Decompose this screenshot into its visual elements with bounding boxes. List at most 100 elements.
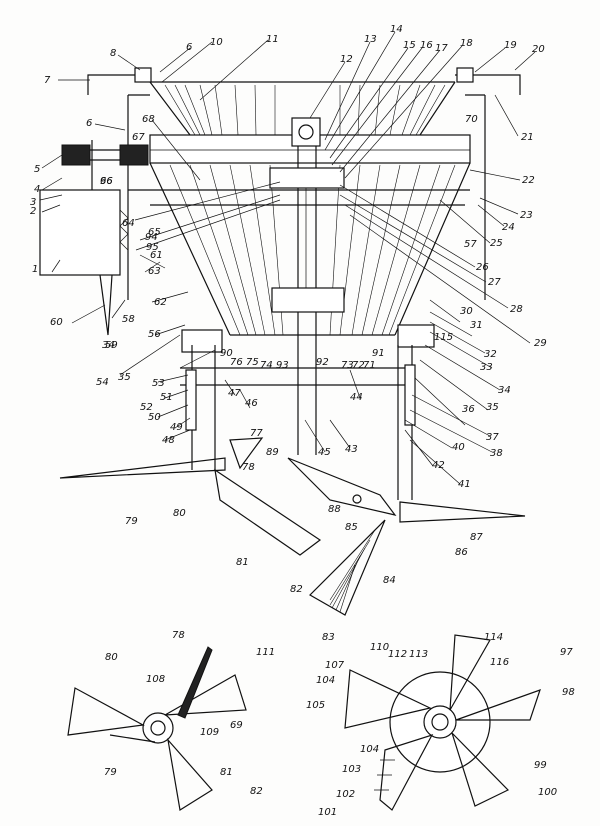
label: 41 [458, 479, 471, 490]
label: 52 [140, 402, 153, 413]
hopper [127, 81, 486, 336]
label: 86 [455, 547, 468, 558]
label: 15 [403, 40, 416, 51]
label: 53 [152, 378, 165, 389]
label: 22 [522, 175, 535, 186]
label: 38 [490, 448, 503, 459]
rotor-right [344, 634, 541, 811]
label: 105 [306, 700, 325, 711]
label: 32 [484, 349, 497, 360]
label: 89 [266, 447, 279, 458]
label: 4 [34, 184, 40, 195]
label: 29 [534, 338, 547, 349]
label: 26 [476, 262, 489, 273]
label: 69 [230, 720, 243, 731]
label: 94 [145, 232, 158, 243]
label: 104 [316, 675, 335, 686]
label: 76 [230, 357, 243, 368]
label: 8 [110, 48, 116, 59]
label: 83 [322, 632, 335, 643]
drive-assembly [39, 140, 149, 336]
label: 28 [510, 304, 523, 315]
label: 13 [364, 34, 377, 45]
label: 107 [325, 660, 345, 671]
label: 72 [352, 360, 365, 371]
label: 115 [434, 332, 453, 343]
label: 10 [210, 37, 223, 48]
label: 66 [100, 176, 113, 187]
label: 51 [160, 392, 173, 403]
label: 85 [345, 522, 358, 533]
label: 46 [245, 398, 258, 409]
label: 99 [534, 760, 547, 771]
label: 109 [200, 727, 219, 738]
label: 45 [318, 447, 331, 458]
label: 44 [350, 392, 363, 403]
label: 42 [432, 460, 445, 471]
label: 35 [118, 372, 131, 383]
label: 81 [220, 767, 233, 778]
label: 111 [256, 647, 275, 658]
label: 73 [341, 360, 354, 371]
label: 90 [220, 348, 233, 359]
label: 30 [460, 306, 473, 317]
rotor-left [67, 646, 247, 811]
label: 50 [148, 412, 161, 423]
label: 1 [32, 264, 38, 275]
label: 35 [486, 402, 499, 413]
label: 27 [488, 277, 501, 288]
label: 6 [86, 118, 92, 129]
label: 88 [328, 504, 341, 515]
label: 57 [464, 239, 477, 250]
label: 47 [228, 388, 241, 399]
label: 11 [266, 34, 279, 45]
label: 104 [360, 744, 379, 755]
label: 62 [154, 297, 167, 308]
label: 112 [388, 649, 407, 660]
label: 68 [142, 114, 155, 125]
label: 70 [465, 114, 478, 125]
label: 56 [148, 329, 161, 340]
label: 78 [242, 462, 255, 473]
top-brackets [87, 67, 521, 95]
label: 110 [370, 642, 389, 653]
bottom-frame [180, 324, 435, 500]
label: 79 [104, 767, 117, 778]
label: 92 [316, 357, 329, 368]
label: 3 [30, 197, 36, 208]
label: 23 [520, 210, 533, 221]
label: 34 [498, 385, 511, 396]
label: 17 [435, 43, 448, 54]
label: 71 [363, 360, 376, 371]
label: 31 [470, 320, 483, 331]
spreader-blades [59, 437, 526, 616]
label: 43 [345, 444, 358, 455]
label: 59 [105, 340, 118, 351]
label: 75 [246, 357, 259, 368]
label: 7 [44, 75, 51, 86]
label: 97 [560, 647, 573, 658]
label: 79 [125, 516, 138, 527]
label: 80 [105, 652, 118, 663]
label: 108 [146, 674, 165, 685]
label: 49 [170, 422, 183, 433]
label: 54 [96, 377, 109, 388]
label: 18 [460, 38, 473, 49]
label: 103 [342, 764, 361, 775]
label: 61 [150, 250, 163, 261]
label: 101 [318, 807, 337, 818]
label: 34 [102, 340, 115, 351]
label: 87 [470, 532, 483, 543]
label: 81 [236, 557, 249, 568]
label: 25 [490, 238, 503, 249]
label: 82 [250, 786, 263, 797]
label: 21 [521, 132, 534, 143]
label: 65 [148, 227, 161, 238]
label: 20 [532, 44, 545, 55]
label: 12 [340, 54, 353, 65]
label: 78 [172, 630, 185, 641]
label: 36 [462, 404, 475, 415]
label: 33 [480, 362, 493, 373]
leader-lines [39, 31, 536, 485]
